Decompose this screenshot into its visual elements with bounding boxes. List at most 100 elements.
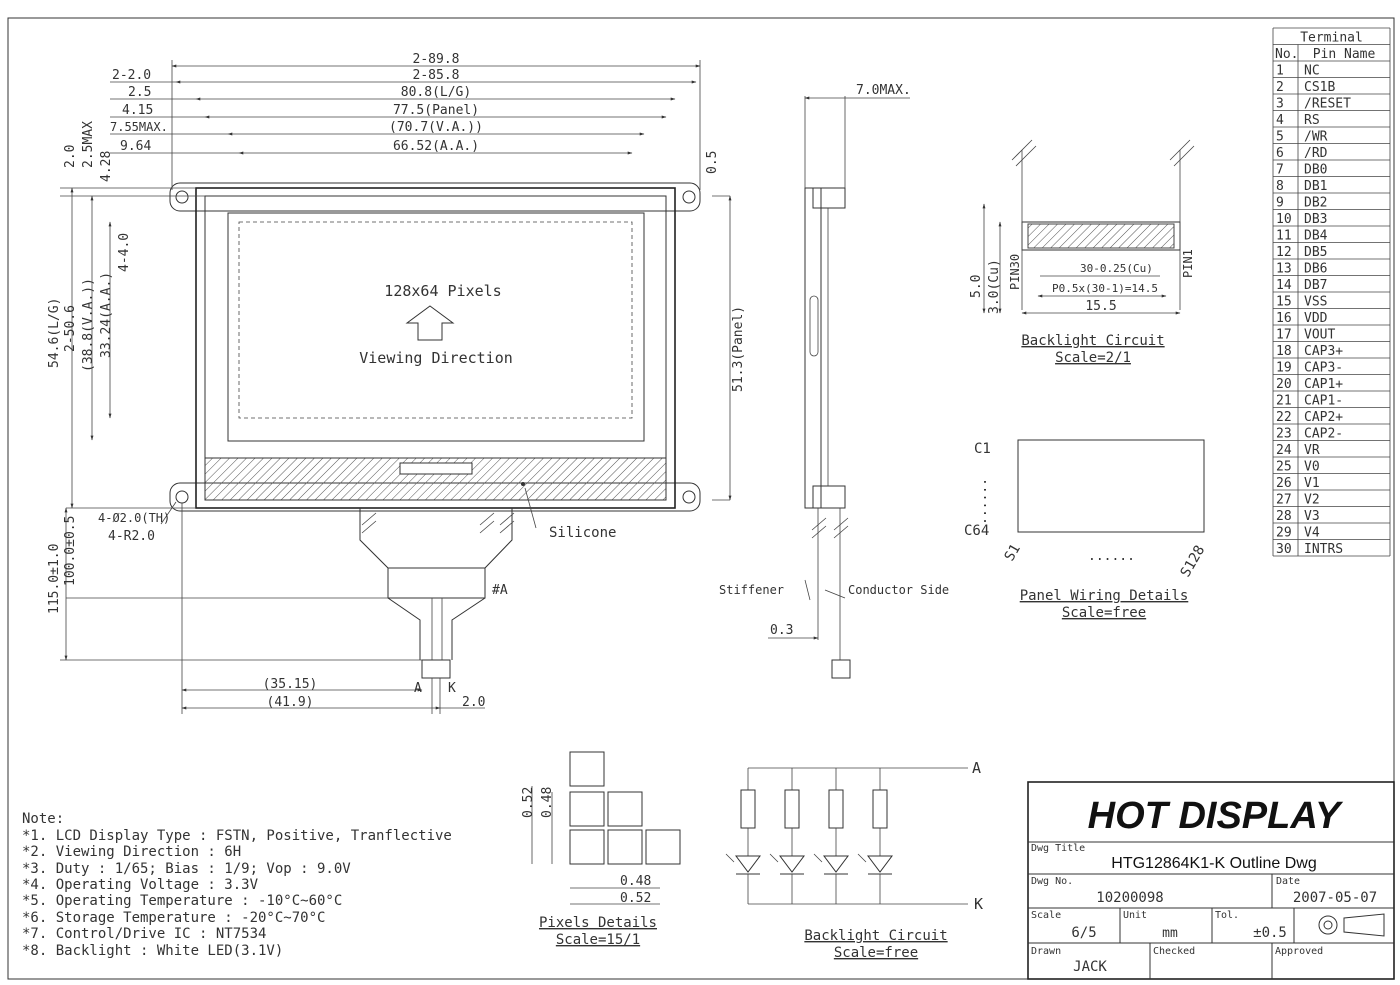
drawn-label: Drawn [1031, 946, 1061, 957]
mount-hole-br [682, 490, 696, 504]
wiring-s1: S1 [1002, 541, 1024, 564]
terminal-pin-no: 22 [1276, 410, 1292, 425]
dwg-title: HTG12864K1-K Outline Dwg [1111, 855, 1316, 872]
side-view [768, 96, 910, 679]
terminal-pin-name: /RD [1304, 146, 1328, 161]
checked-label: Checked [1153, 946, 1195, 957]
projection-symbol-icon [1318, 915, 1338, 935]
notes-title: Note: [22, 811, 64, 827]
terminal-pin-name: CAP1+ [1304, 377, 1343, 392]
dim-v-lg-height: 54.6(L/G) [47, 298, 62, 368]
bottom-dimension-lines [160, 487, 537, 714]
terminal-pin-name: DB0 [1304, 163, 1327, 178]
dim-v-4-4-0: 4-4.0 [117, 233, 132, 272]
hole-dia-label: 4-Ø2.0(TH) [98, 511, 170, 525]
terminal-pin-name: RS [1304, 113, 1320, 128]
active-area [238, 221, 633, 419]
terminal-pin-no: 13 [1276, 262, 1292, 277]
terminal-pin-no: 7 [1276, 163, 1284, 178]
terminal-pin-no: 11 [1276, 229, 1292, 244]
viewing-direction-arrow [405, 305, 455, 341]
bezel-outline [195, 187, 676, 509]
bl-dim-pitch-cu: 30-0.25(Cu) [1080, 262, 1153, 275]
terminal-pin-no: 6 [1276, 146, 1284, 161]
wiring-c64: C64 [964, 523, 989, 539]
terminal-pin-name: VSS [1304, 295, 1327, 310]
dim-left-7-55: 7.55MAX. [110, 120, 168, 134]
dim-v-aa-height: 33.24(A.A.) [99, 272, 114, 358]
resistor-2 [784, 789, 800, 829]
dim-lg-width: 80.8(L/G) [401, 85, 471, 100]
terminal-pin-name: CAP2- [1304, 427, 1343, 442]
dim-2-89-8: 2-89.8 [413, 52, 460, 67]
terminal-pin-no: 26 [1276, 476, 1292, 491]
ref-a-label: #A [492, 583, 508, 598]
wiring-s128: S128 [1178, 543, 1209, 580]
front-view [169, 182, 701, 679]
terminal-pin-name: NC [1304, 64, 1320, 79]
viewing-area [227, 212, 645, 442]
note-4: *4. Operating Voltage : 3.3V [22, 877, 259, 893]
terminal-pin-name: DB6 [1304, 262, 1327, 277]
dim-v-4-28: 4.28 [99, 151, 114, 182]
terminal-pin-no: 18 [1276, 344, 1292, 359]
resistor-1 [740, 789, 756, 829]
terminal-pin-name: CAP2+ [1304, 410, 1343, 425]
side-thickness-label: 0.3 [770, 623, 793, 638]
terminal-pin-name: V3 [1304, 509, 1320, 524]
terminal-pin-name: /WR [1304, 130, 1328, 145]
terminal-pin-name: CAP3- [1304, 361, 1343, 376]
dim-left-2-0: 2-2.0 [112, 68, 151, 83]
terminal-pin-no: 24 [1276, 443, 1292, 458]
scale-label: Scale [1031, 910, 1061, 921]
viewing-direction-label: Viewing Direction [359, 349, 513, 367]
terminal-pin-name: CAP1- [1304, 394, 1343, 409]
dim-v-panel-height: 51.3(Panel) [731, 306, 746, 392]
terminal-pin-no: 8 [1276, 179, 1284, 194]
dim-v-2-50-6: 2-50.6 [63, 305, 78, 352]
led-4 [867, 855, 893, 873]
dwg-no-label: Dwg No. [1031, 876, 1073, 887]
wiring-scale: Scale=free [1062, 605, 1146, 621]
date: 2007-05-07 [1293, 890, 1377, 906]
pixels-label: 128x64 Pixels [384, 282, 501, 300]
note-2: *2. Viewing Direction : 6H [22, 844, 241, 860]
terminal-pin-name: CS1B [1304, 80, 1335, 95]
terminal-pin-no: 12 [1276, 245, 1292, 260]
px-dim-0-48: 0.48 [540, 787, 555, 818]
bl-fpc-scale: Scale=2/1 [1055, 350, 1131, 366]
top-dimension-lines [110, 60, 701, 190]
scale-value: 6/5 [1071, 925, 1096, 941]
terminal-pin-no: 25 [1276, 460, 1292, 475]
terminal-pin-no: 5 [1276, 130, 1284, 145]
side-max-label: 7.0MAX. [856, 83, 911, 98]
dim-v-2-0: 2.0 [63, 145, 78, 168]
silicone-label: Silicone [549, 525, 616, 541]
terminal-pin-name: V4 [1304, 526, 1320, 541]
led-3 [823, 855, 849, 873]
terminal-pin-no: 10 [1276, 212, 1292, 227]
bl-dim-15-5: 15.5 [1085, 299, 1116, 314]
dwg-title-label: Dwg Title [1031, 843, 1085, 854]
note-7: *7. Control/Drive IC : NT7534 [22, 926, 266, 942]
bl-dim-5-0: 5.0 [969, 275, 984, 298]
px-dim-h-0-48: 0.48 [620, 874, 651, 889]
dim-left-9-64: 9.64 [120, 139, 151, 154]
terminal-pin-no: 20 [1276, 377, 1292, 392]
terminal-pin-no: 28 [1276, 509, 1292, 524]
dim-aa-width: 66.52(A.A.) [393, 139, 479, 154]
circuit-scale: Scale=free [834, 945, 918, 961]
dim-left-4-15: 4.15 [122, 103, 153, 118]
terminal-pin-name: DB4 [1304, 229, 1328, 244]
terminal-pin-no: 15 [1276, 295, 1292, 310]
mount-hole-bl [175, 490, 189, 504]
wiring-c1: C1 [974, 441, 991, 457]
terminal-pin-name: VR [1304, 443, 1320, 458]
dim-41-9: (41.9) [267, 695, 314, 710]
terminal-pin-no: 29 [1276, 526, 1292, 541]
stiffener-label: Stiffener [719, 583, 784, 597]
panel-wiring-view [1017, 439, 1205, 533]
